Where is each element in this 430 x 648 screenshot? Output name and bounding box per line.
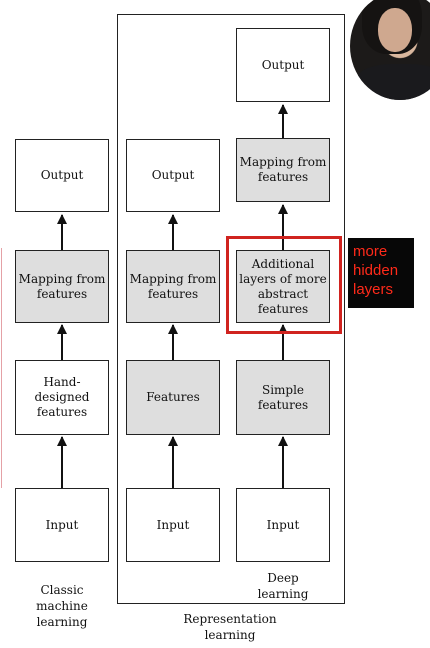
slide-edge-line (1, 248, 2, 488)
representation-learning-frame (117, 14, 345, 604)
deep-input-box: Input (236, 488, 330, 562)
presenter-webcam-video (350, 0, 430, 100)
classic-input-label: Input (45, 517, 79, 532)
classic-mapping-label: Mapping from features (18, 271, 106, 301)
representation-features-label: Features (146, 390, 200, 404)
deep-additional-box: Additional layers of more abstract featu… (236, 250, 330, 323)
classic-caption: Classic machine learning (36, 583, 88, 629)
classic-features-box: Hand- designed features (15, 360, 109, 435)
deep-output-box: Output (236, 28, 330, 102)
representation-mapping-box: Mapping from features (126, 250, 220, 323)
presenter-shirt (356, 64, 430, 100)
classic-output-label: Output (40, 168, 84, 182)
deep-simple-box: Simple features (236, 360, 330, 435)
deep-output-label: Output (261, 57, 305, 72)
deep-mapping-label: Mapping from features (239, 155, 327, 184)
additional-layers-highlight (226, 236, 342, 334)
representation-input-box: Input (126, 488, 220, 562)
deep-input-label: Input (266, 517, 300, 532)
classic-mapping-box: Mapping from features (15, 250, 109, 323)
representation-output-box: Output (126, 139, 220, 212)
presenter-face (378, 8, 412, 52)
representation-input-label: Input (156, 517, 190, 532)
deep-mapping-box: Mapping from features (236, 138, 330, 202)
representation-features-box: Features (126, 360, 220, 435)
more-hidden-layers-annotation: more hidden layers (348, 238, 414, 308)
deep-caption: Deep learning (257, 571, 309, 601)
representation-output-label: Output (151, 168, 195, 182)
classic-input-box: Input (15, 488, 109, 562)
classic-features-label: Hand- designed features (34, 375, 90, 419)
deep-simple-label: Simple features (257, 382, 309, 412)
representation-caption: Representation learning (183, 612, 277, 642)
classic-output-box: Output (15, 139, 109, 212)
representation-mapping-label: Mapping from features (129, 271, 217, 301)
deep-additional-label: Additional layers of more abstract featu… (239, 256, 327, 316)
